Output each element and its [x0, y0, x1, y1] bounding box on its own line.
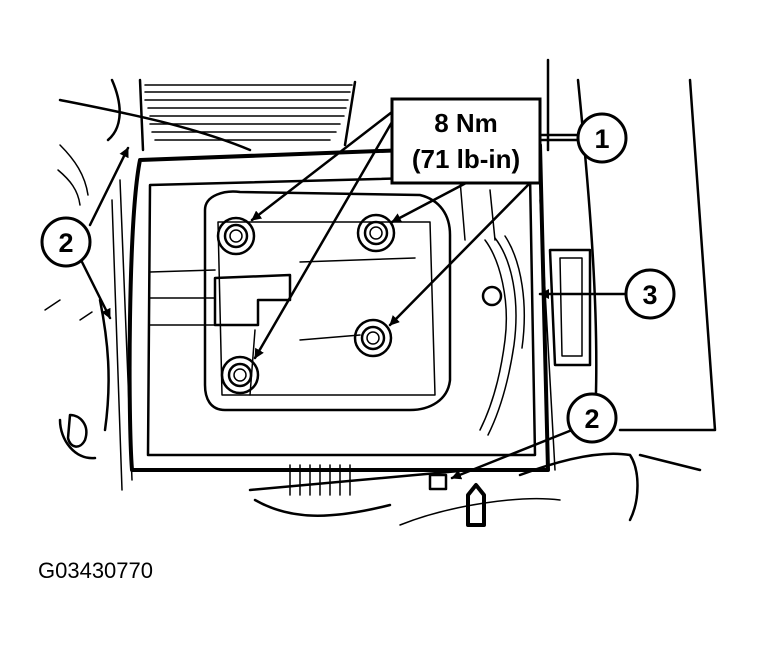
torque-spec-nm: 8 Nm [434, 108, 498, 138]
callout-2-left-label: 2 [58, 228, 73, 258]
callout-2-right: 2 [450, 392, 618, 480]
bolt-bottom-right [353, 318, 393, 358]
callout-3-label: 3 [642, 280, 657, 310]
torque-leader-lines [250, 110, 580, 360]
bolt-top-right [356, 213, 396, 253]
figure-id: G03430770 [38, 558, 153, 583]
callout-2-right-label: 2 [584, 404, 599, 434]
torque-spec-lbin: (71 lb-in) [412, 144, 520, 174]
callout-1-label: 1 [594, 124, 609, 154]
bolt-bottom-left [220, 355, 260, 395]
top-ribs [138, 78, 357, 152]
callout-3: 3 [538, 268, 676, 320]
callout-2-left: 2 [40, 146, 130, 320]
torque-spec-label: 8 Nm (71 lb-in) [390, 97, 542, 185]
callout-1: 1 [576, 112, 628, 164]
bolt-top-left [216, 216, 256, 256]
